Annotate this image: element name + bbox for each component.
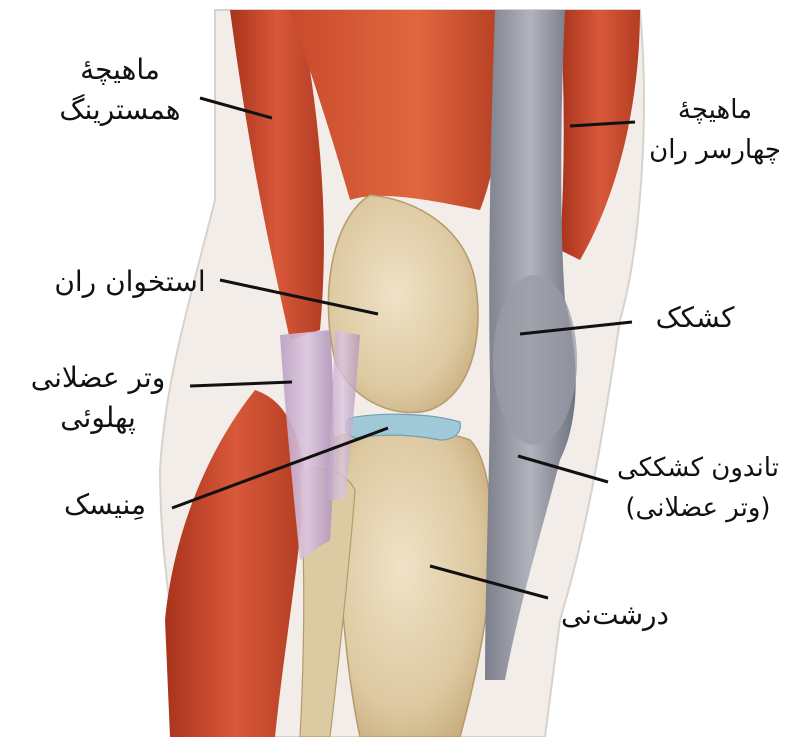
- quadriceps-label: ماهیچهٔ چهارسر ران: [640, 90, 790, 170]
- patellar-tendon-label: تاندون کشککی (وتر عضلانی): [600, 448, 796, 528]
- lateral-tendon-label-line2: پهلوئی: [8, 398, 188, 438]
- patella-label: کشکک: [640, 298, 750, 338]
- tibia-label: درشت‌نی: [545, 595, 685, 635]
- quadriceps-label-line1: ماهیچهٔ: [640, 90, 790, 130]
- hamstring-label-line1: ماهیچهٔ: [40, 50, 200, 90]
- patellar-tendon-label-line1: تاندون کشککی: [600, 448, 796, 488]
- quadriceps-label-line2: چهارسر ران: [640, 130, 790, 170]
- patella-label-text: کشکک: [640, 298, 750, 338]
- tibia-bone: [329, 429, 492, 737]
- hamstring-label: ماهیچهٔ همسترینگ: [40, 50, 200, 130]
- patella-shape: [493, 275, 577, 445]
- patellar-tendon-label-line2: (وتر عضلانی): [600, 488, 796, 528]
- tibia-label-text: درشت‌نی: [545, 595, 685, 635]
- femur-label-text: استخوان ران: [40, 262, 220, 302]
- lateral-tendon-label: وتر عضلانی پهلوئی: [8, 358, 188, 438]
- hamstring-label-line2: همسترینگ: [40, 90, 200, 130]
- femur-label: استخوان ران: [40, 262, 220, 302]
- meniscus-label: مِنیسک: [40, 485, 170, 525]
- lateral-tendon-label-line1: وتر عضلانی: [8, 358, 188, 398]
- meniscus-label-text: مِنیسک: [40, 485, 170, 525]
